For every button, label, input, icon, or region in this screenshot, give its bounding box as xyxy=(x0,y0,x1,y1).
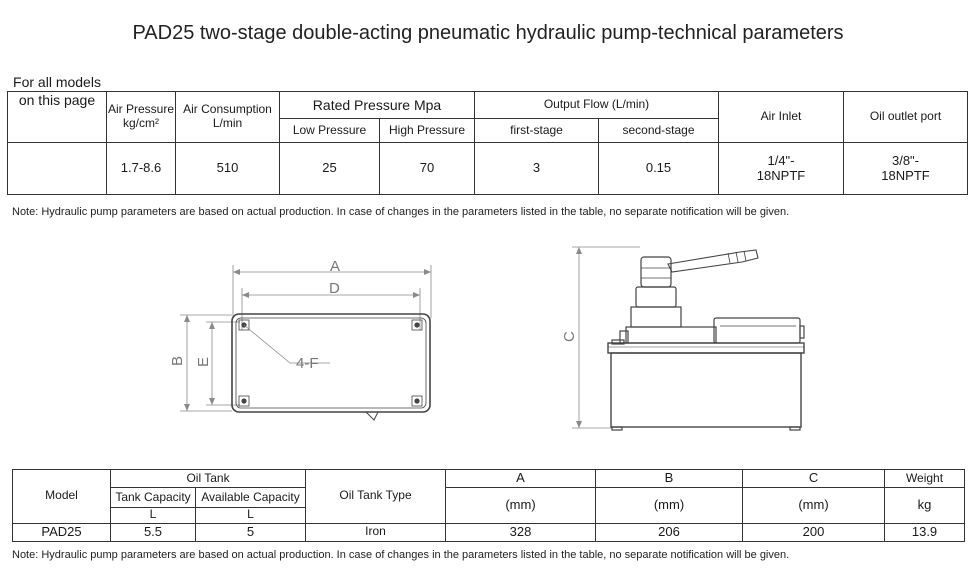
dimension-table: Model Oil Tank Oil Tank Type A B C Weigh… xyxy=(12,468,966,543)
rated-pressure-header: Rated Pressure Mpa xyxy=(279,91,475,119)
high-pressure-value: 70 xyxy=(379,142,475,195)
available-capacity-unit: L xyxy=(194,506,307,524)
air-inlet-value-line2: 18NPTF xyxy=(756,167,806,183)
tank-capacity-unit: L xyxy=(110,506,196,524)
tank-capacity-header: Tank Capacity xyxy=(110,487,196,508)
top-view xyxy=(180,265,432,421)
weight-unit: kg xyxy=(884,487,966,524)
model-header: Model xyxy=(12,469,111,524)
first-stage-header: first-stage xyxy=(474,118,599,143)
tank-type-value: Iron xyxy=(305,522,447,543)
f-leader xyxy=(243,324,291,364)
c-value: 200 xyxy=(742,522,886,543)
dim-d-label: D xyxy=(329,280,340,297)
model-value: PAD25 xyxy=(12,522,111,543)
oil-tank-header: Oil Tank xyxy=(109,468,307,489)
c-header: C xyxy=(742,468,886,489)
b-value: 206 xyxy=(595,522,744,543)
low-pressure-value: 25 xyxy=(279,142,380,195)
dim-a-label: A xyxy=(330,258,340,275)
note-top: Note: Hydraulic pump parameters are base… xyxy=(12,206,790,218)
spec-table: Air Pressure kg/cm² Air Consumption L/mi… xyxy=(7,74,968,195)
a-value: 328 xyxy=(445,522,597,543)
oil-tank-type-header: Oil Tank Type xyxy=(305,469,447,524)
air-consumption-label: Air Consumption xyxy=(183,102,272,117)
b-unit: (mm) xyxy=(595,487,744,524)
oil-outlet-value: 3/8"- 18NPTF xyxy=(843,142,968,195)
side-view xyxy=(572,246,805,431)
air-pressure-header: Air Pressure kg/cm² xyxy=(106,91,176,143)
tank-capacity-value: 5.5 xyxy=(110,522,196,543)
dim-e-label: E xyxy=(195,357,212,367)
a-unit: (mm) xyxy=(445,487,597,524)
spec-row-label: For all models on this page xyxy=(7,74,107,195)
for-all-models-label: For all models on this page xyxy=(13,74,101,108)
page-title: PAD25 two-stage double-acting pneumatic … xyxy=(132,22,844,44)
first-stage-value: 3 xyxy=(474,142,599,195)
air-inlet-header: Air Inlet xyxy=(718,91,844,143)
second-stage-value: 0.15 xyxy=(598,142,719,195)
air-pressure-unit: kg/cm² xyxy=(123,116,159,130)
air-consumption-unit: L/min xyxy=(212,116,243,130)
output-flow-header: Output Flow (L/min) xyxy=(474,91,719,119)
air-pressure-label: Air Pressure xyxy=(107,102,175,117)
air-inlet-value: 1/4"- 18NPTF xyxy=(718,142,844,195)
weight-value: 13.9 xyxy=(884,522,966,543)
air-inlet-value-line1: 1/4"- xyxy=(767,152,795,168)
dim-c-label: C xyxy=(561,331,578,342)
air-consumption-header: Air Consumption L/min xyxy=(175,91,280,143)
dim-b-label: B xyxy=(169,356,186,366)
low-pressure-header: Low Pressure xyxy=(279,118,380,143)
a-header: A xyxy=(445,468,597,489)
oil-outlet-value-line1: 3/8"- xyxy=(891,152,919,168)
c-unit: (mm) xyxy=(742,487,886,524)
available-capacity-header: Available Capacity xyxy=(194,487,307,508)
weight-header: Weight xyxy=(884,468,966,489)
oil-outlet-header: Oil outlet port xyxy=(843,91,968,143)
note-bottom: Note: Hydraulic pump parameters are base… xyxy=(12,549,790,561)
b-header: B xyxy=(595,468,744,489)
spec-row-label-top xyxy=(7,91,107,143)
oil-outlet-value-line2: 18NPTF xyxy=(881,167,930,183)
dim-f-label: 4-F xyxy=(296,355,319,372)
air-pressure-value: 1.7-8.6 xyxy=(106,142,176,195)
available-capacity-value: 5 xyxy=(194,522,307,543)
